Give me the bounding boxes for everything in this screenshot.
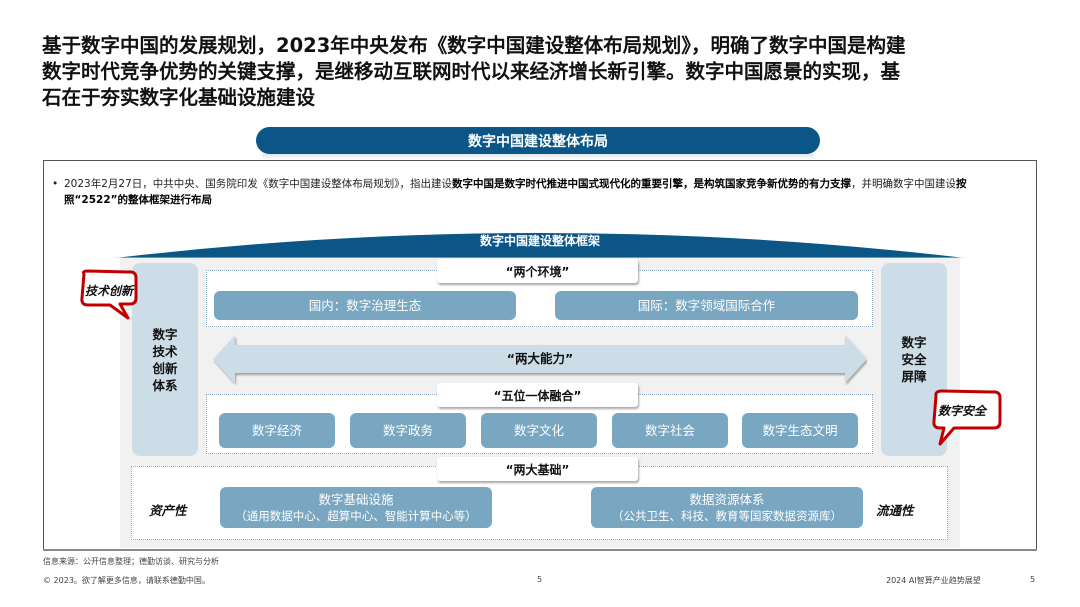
digital-infrastructure-detail: （通用数据中心、超算中心、智能计算中心等） (235, 508, 477, 523)
env-international-text: 国际：数字领域国际合作 (637, 298, 776, 313)
footer-copyright: © 2023。欲了解更多信息，请联系德勤中国。 (43, 576, 210, 585)
tech-innovation-bubble-text: 技术创新 (85, 284, 134, 298)
two-environments-label-text: “两个环境” (505, 264, 570, 279)
framework-roof-shape (115, 233, 965, 258)
five-in-one-label-text: “五位一体融合” (493, 388, 582, 403)
digital-tech-innovation-column: 数字技术创新体系 (132, 263, 198, 456)
five-in-one-item-society: 数字社会 (612, 413, 728, 448)
circulation-nature-label: 流通性 (876, 503, 914, 518)
digital-security-bubble-text: 数字安全 (938, 404, 987, 418)
five-in-one-item-text: 数字经济 (251, 423, 302, 438)
five-in-one-item-text: 数字生态文明 (762, 423, 838, 438)
five-in-one-item-culture: 数字文化 (481, 413, 597, 448)
section-title: 数字中国建设整体布局 (468, 133, 608, 150)
env-international-box: 国际：数字领域国际合作 (555, 291, 858, 320)
tech-innovation-bubble-icon (80, 269, 138, 320)
headline-line-2: 数字时代竞争优势的关键支撑，是继移动互联网时代以来经济增长新引擎。数字中国愿景的… (42, 60, 901, 83)
five-in-one-item-text: 数字政务 (382, 423, 433, 438)
digital-infrastructure-title: 数字基础设施 (318, 491, 394, 507)
bullet-text-1: 2023年2月27日，中共中央、国务院印发《数字中国建设整体布局规划》，指出建设 (64, 178, 453, 190)
footer-page-number-right: 5 (1030, 575, 1036, 584)
right-column-label: 数字安全屏障 (901, 335, 927, 384)
section-title-pill: 数字中国建设整体布局 (256, 127, 820, 154)
five-in-one-item-economy: 数字经济 (219, 413, 335, 448)
five-in-one-item-government: 数字政务 (350, 413, 466, 448)
env-domestic-box: 国内：数字治理生态 (214, 291, 516, 320)
section-pill-shadow (262, 154, 814, 160)
five-in-one-item-ecology: 数字生态文明 (742, 413, 858, 448)
env-domestic-text: 国内：数字治理生态 (308, 298, 422, 313)
digital-security-column: 数字安全屏障 (881, 263, 947, 456)
data-resource-system-box: 数据资源体系 （公共卫生、科技、教育等国家数据资源库） (591, 487, 863, 528)
bullet-text-2: ，并明确数字中国建设 (851, 178, 957, 190)
framework-title: 数字中国建设整体框架 (479, 234, 600, 248)
data-resource-system-title: 数据资源体系 (689, 491, 765, 507)
two-capabilities-label: “两大能力” (506, 351, 574, 366)
footer-report-title: 2024 AI智算产业趋势展望 (886, 576, 981, 585)
two-foundations-label-text: “两大基础” (505, 462, 570, 477)
headline-line-1: 基于数字中国的发展规划，2023年中央发布《数字中国建设整体布局规划》，明确了数… (42, 34, 906, 57)
digital-infrastructure-box: 数字基础设施 （通用数据中心、超算中心、智能计算中心等） (220, 487, 492, 528)
five-in-one-item-text: 数字社会 (644, 423, 695, 438)
headline: 基于数字中国的发展规划，2023年中央发布《数字中国建设整体布局规划》，明确了数… (42, 33, 1052, 111)
footer-source: 信息来源：公开信息整理；德勤访谈、研究与分析 (43, 557, 219, 566)
intro-bullet: 2023年2月27日，中共中央、国务院印发《数字中国建设整体布局规划》，指出建设… (52, 176, 1027, 208)
headline-line-3: 石在于夯实数字化基础设施建设 (42, 86, 316, 109)
digital-security-bubble-icon (932, 389, 1002, 446)
five-in-one-label: “五位一体融合” (437, 383, 638, 407)
five-in-one-item-text: 数字文化 (513, 423, 564, 438)
bullet-text-bold-1: 数字中国是数字时代推进中国式现代化的重要引擎，是构筑国家竞争新优势的有力支撑 (452, 178, 852, 190)
data-resource-system-detail: （公共卫生、科技、教育等国家数据资源库） (612, 508, 842, 523)
asset-nature-label: 资产性 (149, 503, 187, 518)
footer-page-number-center: 5 (537, 575, 543, 584)
content-box-bottom-rule (43, 549, 1037, 551)
bullet-text-bold-2: 按照“2522”的整体框架进行布局 (64, 178, 967, 206)
two-environments-label: “两个环境” (437, 259, 638, 283)
two-foundations-label: “两大基础” (437, 457, 638, 481)
left-column-label: 数字技术创新体系 (152, 326, 178, 393)
two-capabilities-arrow (213, 335, 867, 383)
